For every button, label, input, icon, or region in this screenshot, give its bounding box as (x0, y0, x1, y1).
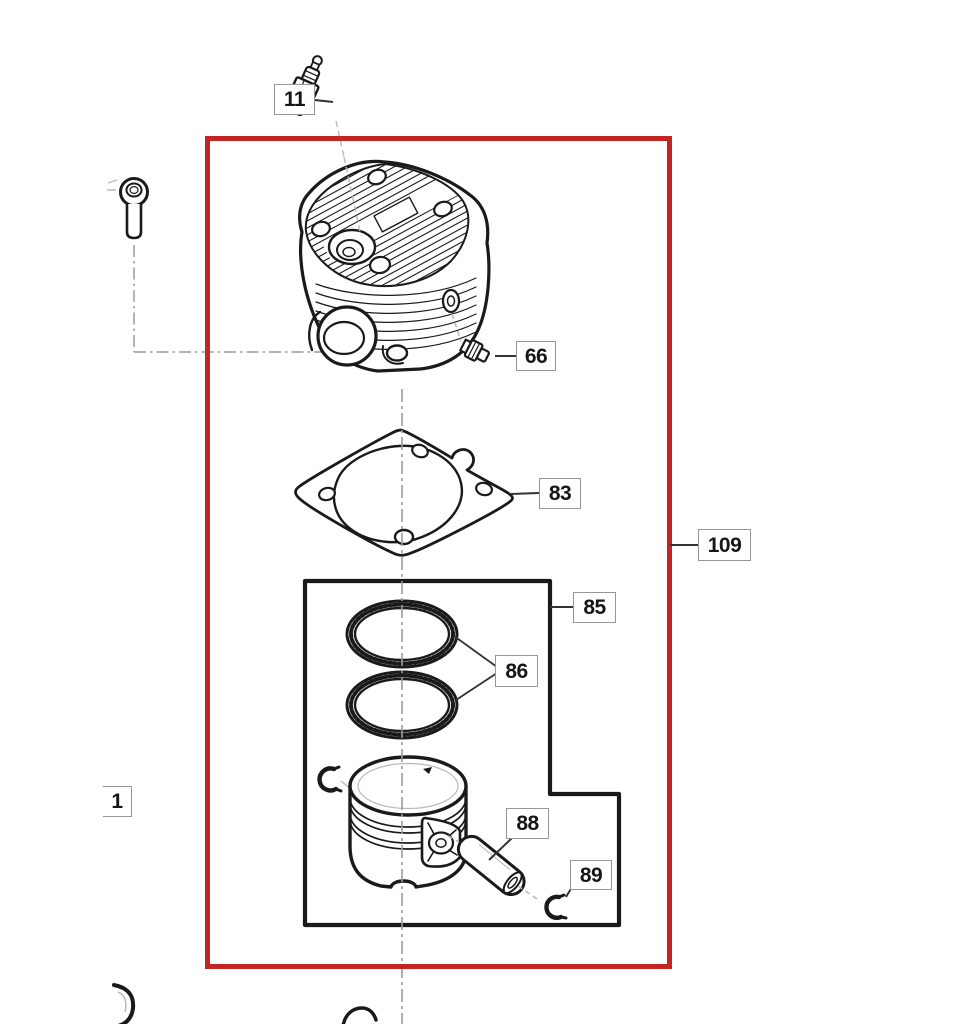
callout-83[interactable]: 83 (539, 478, 581, 509)
callout-89[interactable]: 89 (570, 860, 612, 890)
bolt-centerlines (133, 120, 345, 353)
cylinder-mount-bolt (107, 177, 149, 240)
assembly-highlight-box (205, 136, 672, 969)
cylinder-head (298, 159, 491, 373)
callout-88[interactable]: 88 (506, 808, 549, 839)
cylinder-base-gasket (294, 428, 514, 557)
piston-pin (447, 834, 541, 902)
callout-1-partial[interactable]: 1 (103, 786, 132, 817)
partial-part-bottom-center (341, 1006, 378, 1024)
callout-109[interactable]: 109 (698, 529, 751, 561)
partial-part-bottom-left (112, 983, 136, 1024)
callout-85[interactable]: 85 (573, 592, 616, 623)
main-centerline (343, 156, 403, 1024)
callout-86[interactable]: 86 (495, 655, 538, 687)
decompression-plug (451, 313, 490, 363)
callout-66[interactable]: 66 (516, 341, 556, 371)
piston-assembly-box (302, 578, 622, 928)
piston (348, 755, 468, 889)
callout-11[interactable]: 11 (274, 84, 315, 115)
circlip-right (544, 893, 568, 920)
